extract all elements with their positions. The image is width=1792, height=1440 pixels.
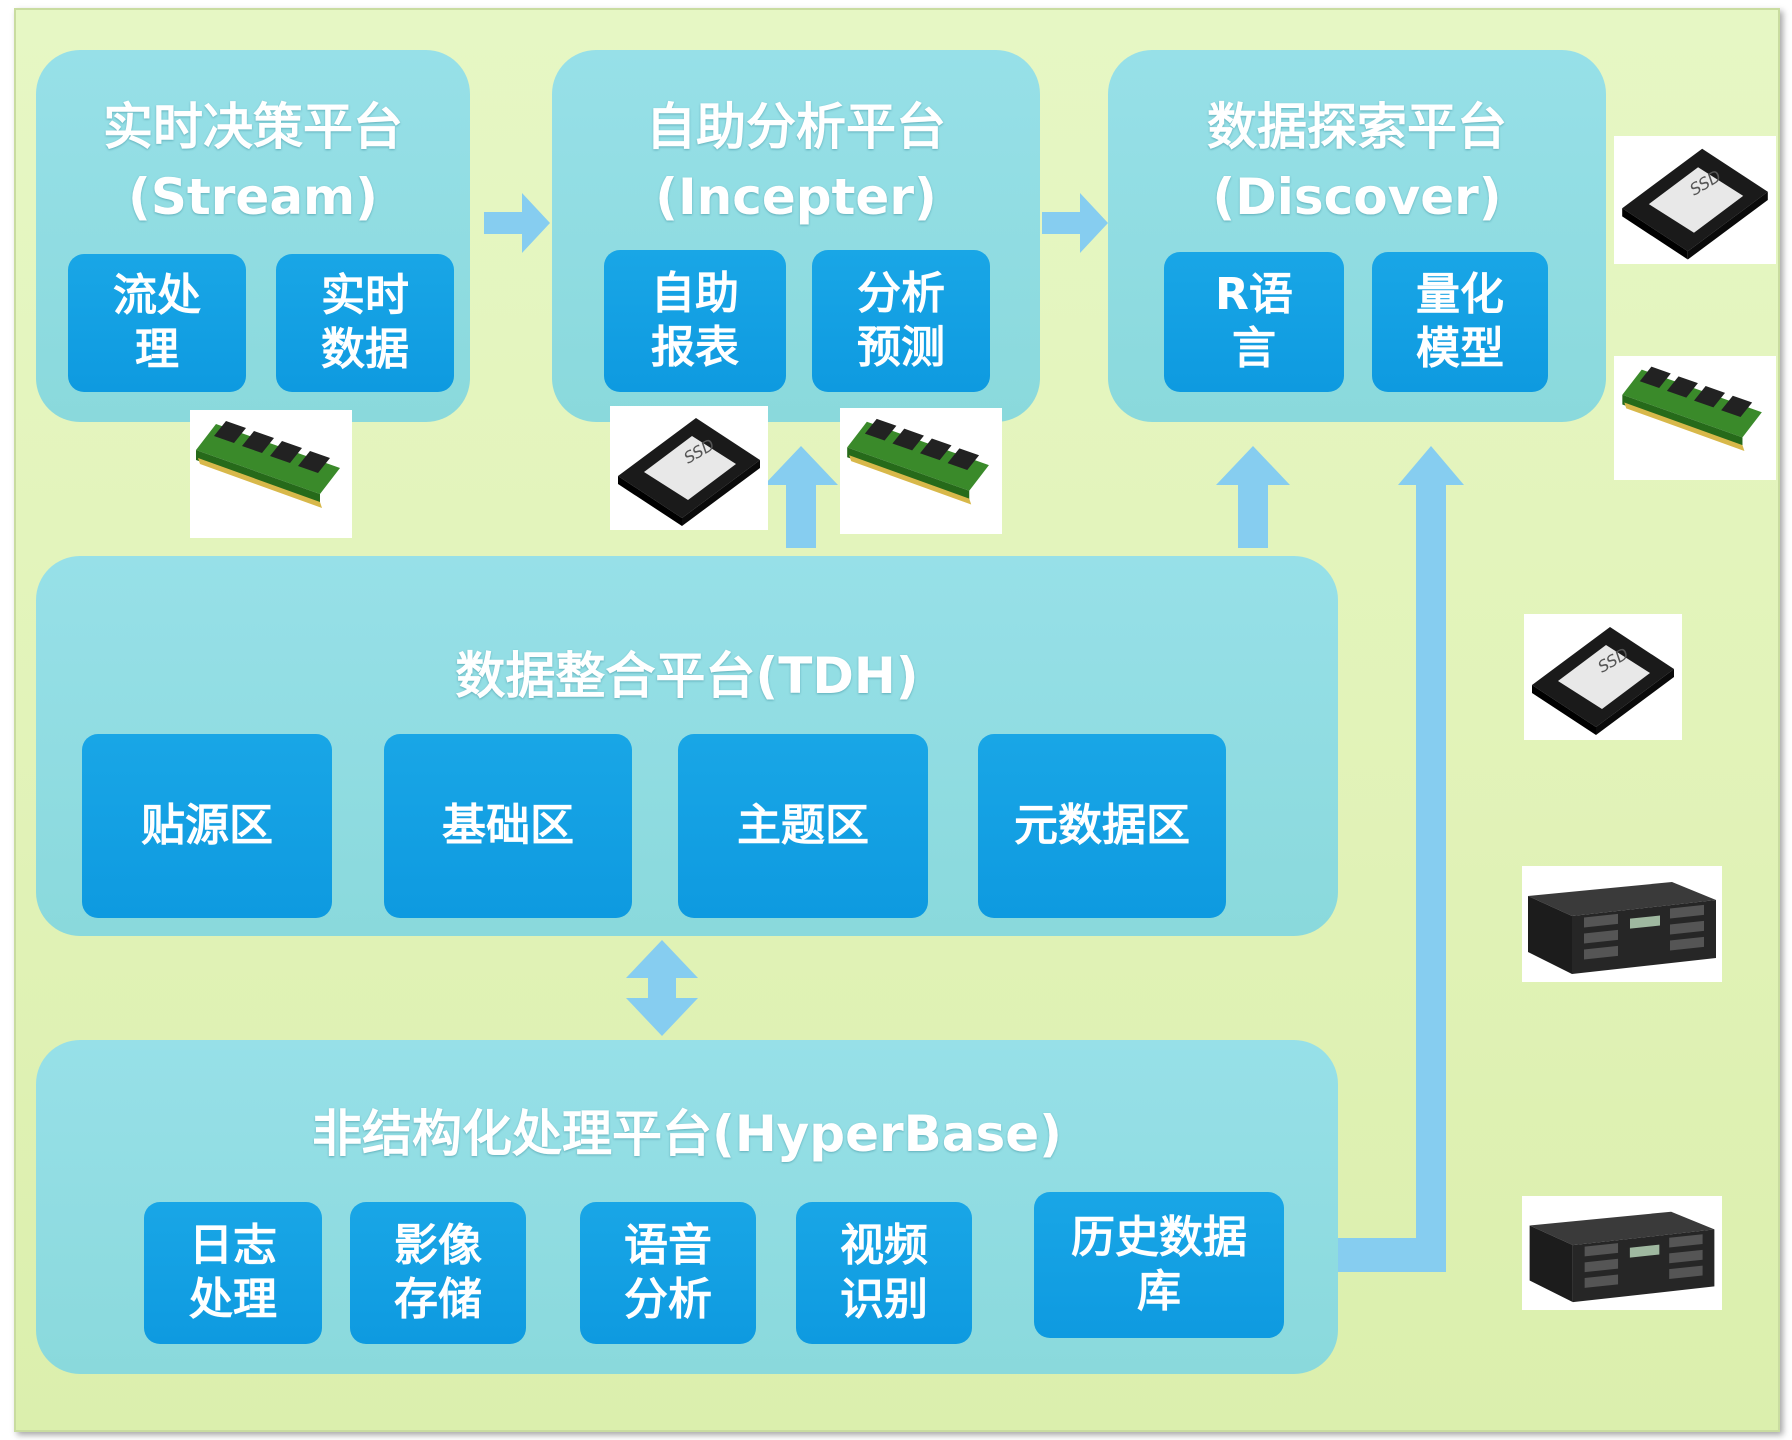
speech-analysis-box[interactable]: 语音 分析 [580, 1202, 756, 1344]
analysis-prediction-box[interactable]: 分析 预测 [812, 250, 990, 392]
stream-platform-title: 实时决策平台 (Stream) [103, 98, 403, 226]
tdh-platform-title: 数据整合平台(TDH) [455, 647, 919, 705]
ssd-drive-icon: SSD [1614, 136, 1776, 264]
hyperbase-platform-title: 非结构化处理平台(HyperBase) [311, 1105, 1063, 1163]
self-service-report-box[interactable]: 自助 报表 [604, 250, 786, 392]
arrow-tdh-to-discover [1216, 446, 1290, 548]
history-database-box[interactable]: 历史数据 库 [1034, 1192, 1284, 1338]
discover-platform-panel: 数据探索平台 (Discover) R语 言 量化 模型 [1108, 50, 1606, 422]
video-recognition-box[interactable]: 视频 识别 [796, 1202, 972, 1344]
arrow-stream-to-incepter [484, 193, 550, 253]
ssd-drive-icon: SSD [1524, 614, 1682, 740]
ssd-drive-icon: SSD [610, 406, 768, 530]
hyperbase-platform-panel: 非结构化处理平台(HyperBase) 日志 处理 影像 存储 语音 分析 视频… [36, 1040, 1338, 1374]
arrow-tdh-to-incepter [764, 446, 838, 548]
stream-processing-box[interactable]: 流处 理 [68, 254, 246, 392]
image-storage-box[interactable]: 影像 存储 [350, 1202, 526, 1344]
realtime-data-box[interactable]: 实时 数据 [276, 254, 454, 392]
stream-platform-panel: 实时决策平台 (Stream) 流处 理 实时 数据 [36, 50, 470, 422]
arrow-incepter-to-discover [1042, 193, 1108, 253]
tdh-platform-panel: 数据整合平台(TDH) 贴源区 基础区 主题区 元数据区 [36, 556, 1338, 936]
server-rack-icon [1522, 866, 1722, 982]
source-zone-box[interactable]: 贴源区 [82, 734, 332, 918]
memory-module-icon [840, 408, 1002, 534]
arrow-hyperbase-to-discover [1328, 446, 1464, 1272]
arrow-tdh-hyperbase-bidirectional [626, 940, 698, 1036]
server-rack-icon [1522, 1196, 1722, 1310]
metadata-zone-box[interactable]: 元数据区 [978, 734, 1226, 918]
subject-zone-box[interactable]: 主题区 [678, 734, 928, 918]
r-language-box[interactable]: R语 言 [1164, 252, 1344, 392]
incepter-platform-panel: 自助分析平台 (Incepter) 自助 报表 分析 预测 [552, 50, 1040, 422]
log-processing-box[interactable]: 日志 处理 [144, 1202, 322, 1344]
quant-model-box[interactable]: 量化 模型 [1372, 252, 1548, 392]
discover-platform-title: 数据探索平台 (Discover) [1207, 98, 1507, 226]
memory-module-icon [190, 410, 352, 538]
incepter-platform-title: 自助分析平台 (Incepter) [646, 98, 946, 226]
memory-module-icon [1614, 356, 1776, 480]
base-zone-box[interactable]: 基础区 [384, 734, 632, 918]
